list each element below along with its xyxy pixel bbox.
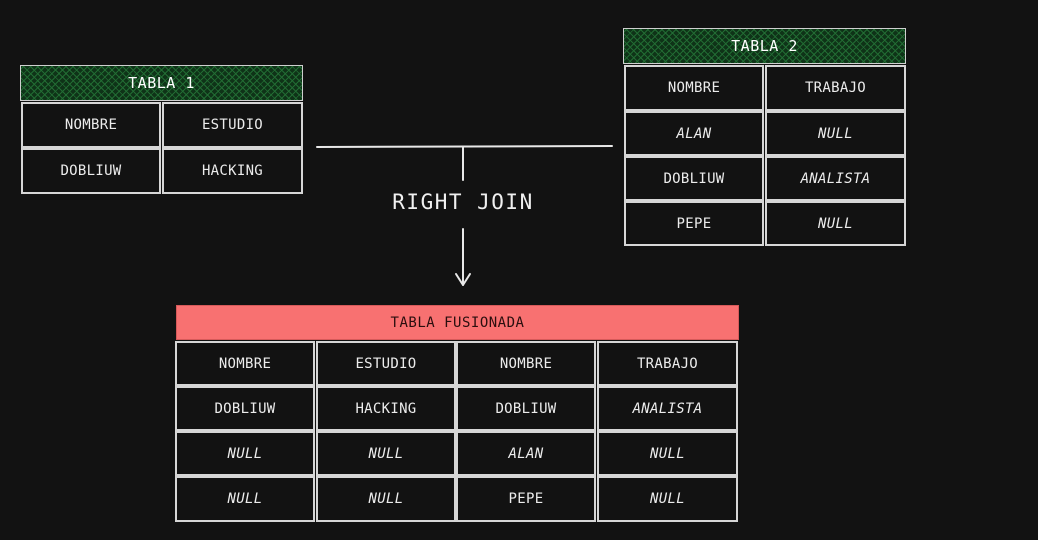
table-2-header-nombre: NOMBRE: [624, 65, 764, 111]
merged-header-trabajo: TRABAJO: [597, 341, 738, 386]
table-1-header-estudio: ESTUDIO: [162, 102, 303, 148]
merged-cell: NULL: [316, 476, 456, 522]
merged-cell: NULL: [316, 431, 456, 476]
merged-header-estudio: ESTUDIO: [316, 341, 456, 386]
connector-horizontal-line: [316, 145, 613, 148]
merged-cell: PEPE: [456, 476, 596, 522]
table-1-cell: HACKING: [162, 148, 303, 194]
table-2-title: TABLA 2: [623, 28, 906, 64]
table-1-title: TABLA 1: [20, 65, 303, 101]
table-1-cell: DOBLIUW: [21, 148, 161, 194]
merged-cell: NULL: [175, 431, 315, 476]
merged-cell: DOBLIUW: [175, 386, 315, 431]
merged-cell: ALAN: [456, 431, 596, 476]
merged-cell: ANALISTA: [597, 386, 738, 431]
arrow-down-icon: [455, 273, 471, 286]
merged-cell: NULL: [597, 431, 738, 476]
merged-cell: HACKING: [316, 386, 456, 431]
table-2-cell: ANALISTA: [765, 156, 906, 201]
join-label: RIGHT JOIN: [392, 190, 534, 214]
table-2-cell: PEPE: [624, 201, 764, 246]
table-1-header-nombre: NOMBRE: [21, 102, 161, 148]
table-2-cell: ALAN: [624, 111, 764, 156]
table-2-header-trabajo: TRABAJO: [765, 65, 906, 111]
table-2-cell: DOBLIUW: [624, 156, 764, 201]
merged-cell: NULL: [175, 476, 315, 522]
merged-cell: DOBLIUW: [456, 386, 596, 431]
merged-table-title: TABLA FUSIONADA: [176, 305, 739, 340]
table-2-cell: NULL: [765, 111, 906, 156]
table-2-cell: NULL: [765, 201, 906, 246]
merged-header-nombre-1: NOMBRE: [175, 341, 315, 386]
merged-header-nombre-2: NOMBRE: [456, 341, 596, 386]
merged-cell: NULL: [597, 476, 738, 522]
